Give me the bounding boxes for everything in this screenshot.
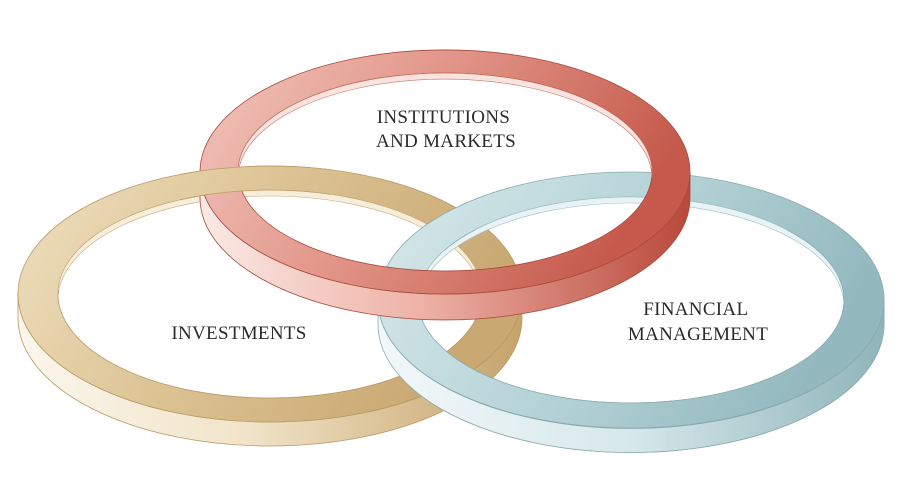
institutions-and-markets-ring <box>199 49 691 321</box>
investments-label: INVESTMENTS <box>171 323 306 344</box>
financial-management-label-line-2: MANAGEMENT <box>628 324 768 345</box>
institutions-label-line-2: AND MARKETS <box>376 131 516 152</box>
investments-label-line-1: INVESTMENTS <box>171 323 306 344</box>
financial-management-label-line-1: FINANCIAL <box>643 299 747 320</box>
financial-management-ring-front-segment <box>445 230 885 453</box>
institutions-and-markets-label: INSTITUTIONS AND MARKETS <box>376 107 516 152</box>
investments-ring-front-segment <box>180 165 330 340</box>
financial-management-label: FINANCIAL MANAGEMENT <box>628 299 768 345</box>
institutions-label-line-1: INSTITUTIONS <box>377 107 510 128</box>
